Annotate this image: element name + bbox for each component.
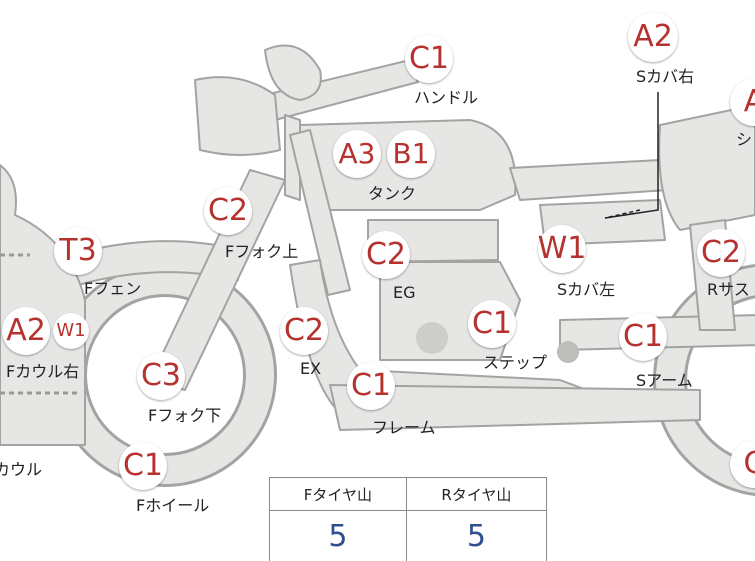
label-fwheel: Fホイール bbox=[136, 496, 210, 515]
badge-rsus: C2 bbox=[697, 229, 745, 277]
badge-ffork-upper: C2 bbox=[204, 187, 252, 235]
badge-fcowl-w: W1 bbox=[53, 313, 89, 349]
rear-cowl bbox=[658, 104, 755, 231]
badge-sarm: C1 bbox=[619, 313, 667, 361]
label-rsus: Rサス bbox=[707, 280, 750, 299]
front-tire-value: 5 bbox=[269, 510, 407, 561]
front-cowl bbox=[0, 164, 86, 446]
label-ffork-lower: Fフォク下 bbox=[148, 406, 222, 425]
label-shi: シ bbox=[736, 130, 753, 149]
label-ex: EX bbox=[300, 359, 322, 378]
label-handle: ハンドル bbox=[414, 88, 479, 107]
label-tank: タンク bbox=[368, 184, 417, 203]
badge-fcowl-a: A2 bbox=[2, 307, 50, 355]
badge-ffork-lower: C3 bbox=[137, 352, 185, 400]
handle-grip bbox=[264, 44, 322, 101]
label-cowl: カウル bbox=[0, 460, 43, 479]
label-step: ステップ bbox=[483, 353, 548, 372]
label-ffork-upper: Fフォク上 bbox=[225, 242, 299, 261]
step-peg-detail bbox=[557, 341, 579, 363]
label-scover-left: Sカバ左 bbox=[557, 280, 616, 299]
rear-tire-header: Rタイヤ山 bbox=[405, 477, 548, 511]
frame-lower bbox=[329, 384, 701, 431]
bike-body bbox=[0, 44, 755, 446]
tire-tread-table: Fタイヤ山 Rタイヤ山 5 5 bbox=[269, 477, 548, 561]
front-fork bbox=[149, 169, 286, 391]
front-tire-header: Fタイヤ山 bbox=[269, 477, 407, 511]
leader-line bbox=[604, 92, 659, 219]
rear-tire-value: 5 bbox=[405, 510, 548, 561]
badge-fwheel: C1 bbox=[119, 442, 167, 490]
badge-eg: C2 bbox=[362, 231, 410, 279]
label-scover-right: Sカバ右 bbox=[636, 67, 695, 86]
badge-tank-a: A3 bbox=[333, 130, 381, 178]
badge-step: C1 bbox=[468, 300, 516, 348]
seat bbox=[509, 159, 669, 201]
label-frame: フレーム bbox=[372, 418, 436, 437]
badge-ffender: T3 bbox=[54, 227, 102, 275]
engine-cover-detail bbox=[416, 322, 448, 354]
badge-handle: C1 bbox=[405, 35, 453, 83]
label-fcowl-right: Fカウル右 bbox=[6, 362, 80, 381]
table-row: Fタイヤ山 Rタイヤ山 bbox=[269, 477, 548, 511]
badge-scover-right: A2 bbox=[628, 12, 678, 62]
badge-frame: C1 bbox=[347, 362, 395, 410]
badge-ex: C2 bbox=[280, 307, 328, 355]
label-ffender: Fフェン bbox=[84, 279, 142, 298]
badge-tank-b: B1 bbox=[387, 130, 435, 178]
table-row: 5 5 bbox=[269, 510, 548, 561]
badge-scover-left: W1 bbox=[538, 225, 586, 273]
headlight bbox=[194, 76, 281, 156]
label-sarm: Sアーム bbox=[636, 371, 693, 390]
label-eg: EG bbox=[393, 283, 416, 302]
